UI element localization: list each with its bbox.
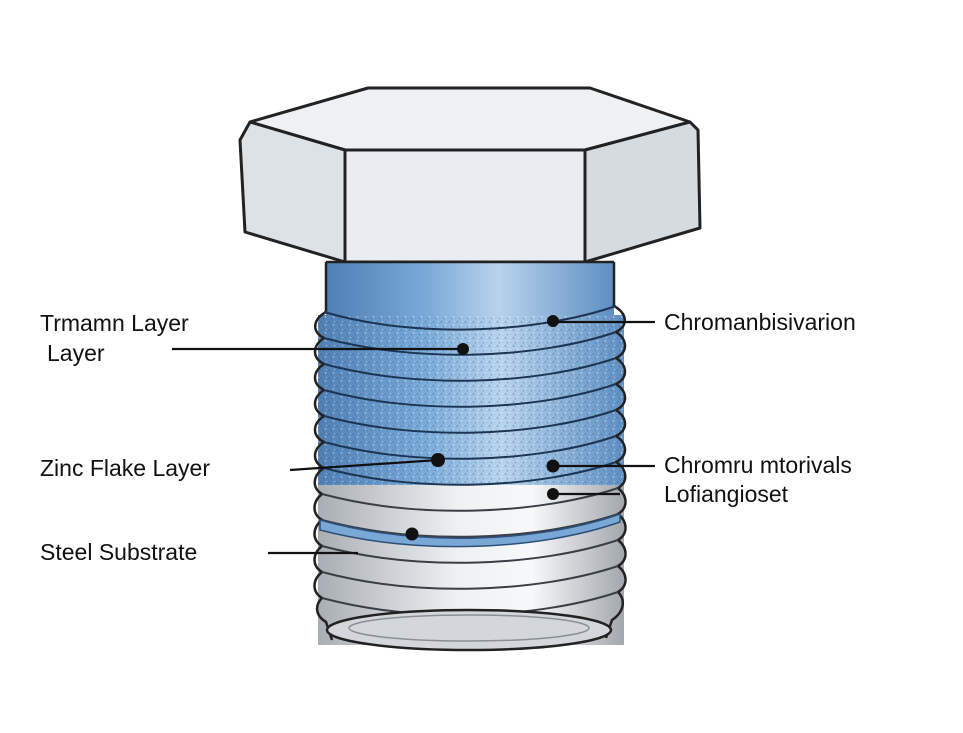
bolt-end (325, 608, 613, 652)
callout-dots (405, 315, 560, 541)
coating-collar (326, 262, 614, 322)
label-steel-substrate: Steel Substrate (40, 539, 198, 565)
bolt-head (238, 86, 702, 264)
label-topcoat-line1: Trmamn Layer (40, 310, 189, 336)
leader-lines (172, 320, 655, 555)
coating-band-steel-thread (319, 512, 621, 548)
thread-helix-lines (323, 305, 617, 486)
label-chromium-lubricant-line2: Lofiangioset (664, 481, 789, 507)
bolt-head-right-face (583, 120, 702, 264)
bolt-head-front-face (343, 148, 587, 264)
dot-chromium-lubricant-2 (547, 488, 559, 500)
label-chromium-lubricant-line1: Chromru mtorivals (664, 452, 852, 478)
dot-chromium-passivation (547, 315, 559, 327)
label-zinc-flake-layer: Zinc Flake Layer (40, 455, 211, 481)
dot-chromium-lubricant (546, 459, 560, 473)
dot-topcoat (457, 343, 469, 355)
label-topcoat-line2: Layer (47, 340, 105, 366)
bolt-head-left-face (238, 120, 347, 264)
bolt-shank (318, 262, 624, 645)
dot-steel (405, 527, 419, 541)
dot-zinc (431, 453, 445, 467)
label-chromium-passivation: Chromanbisivarion (664, 309, 856, 335)
leader-zinc (289, 458, 439, 472)
